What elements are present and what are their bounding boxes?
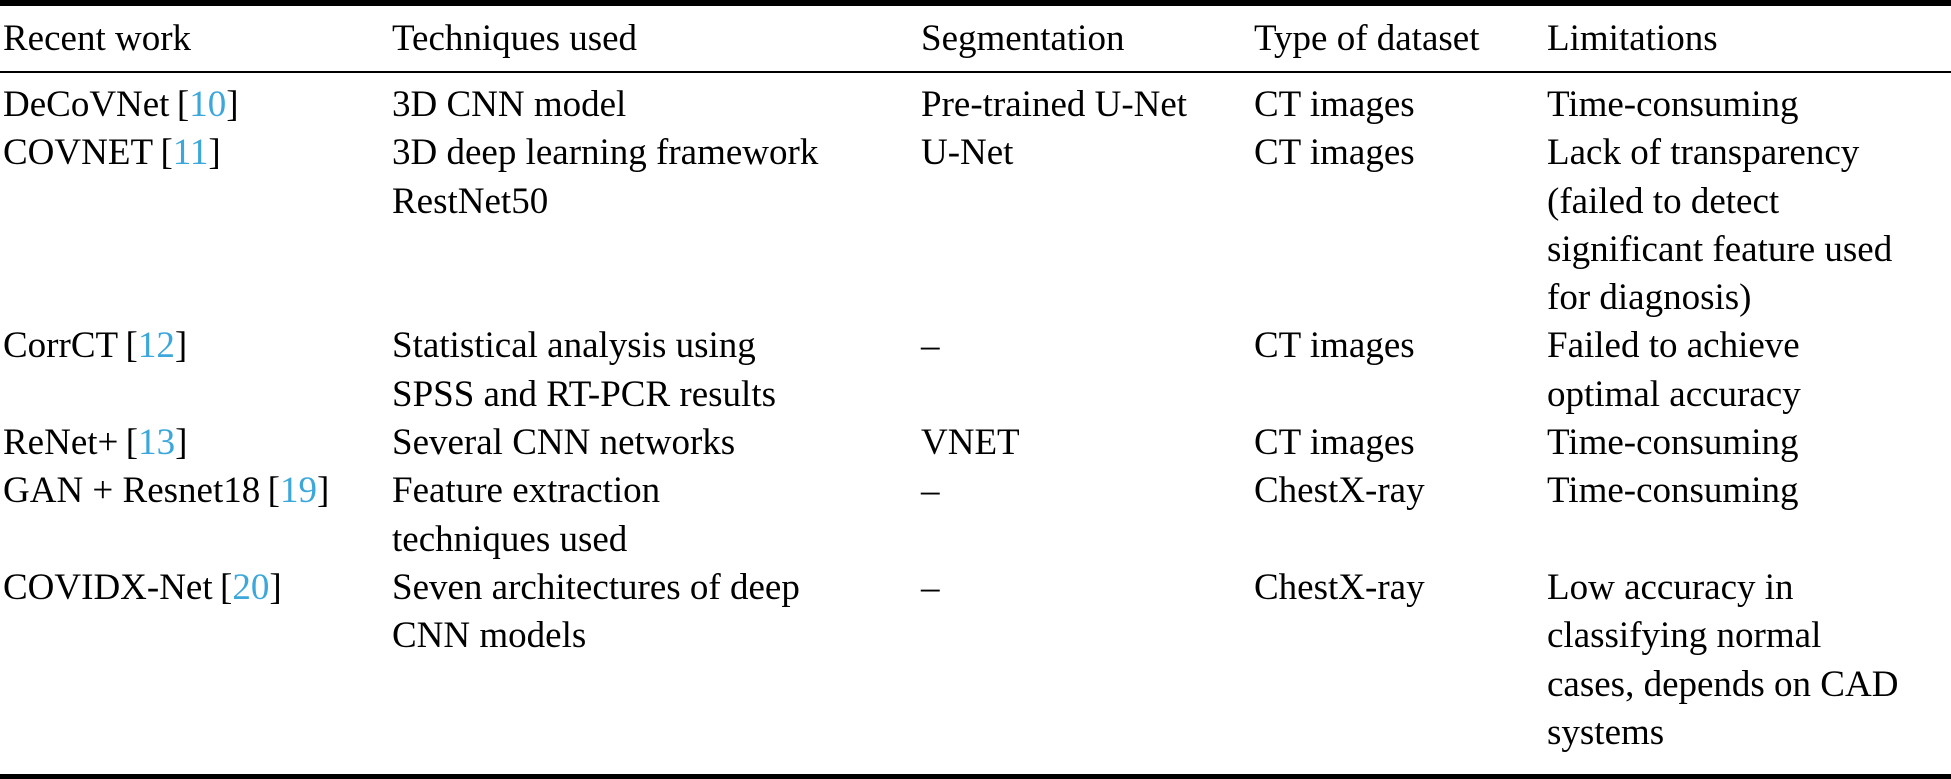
cell-dataset: CT images	[1254, 132, 1415, 174]
cell-dataset: CT images	[1254, 84, 1415, 125]
table-row: COVNET 11 3D deep learning framework Rest…	[0, 129, 1951, 322]
cell-limitations: Time-consuming	[1547, 422, 1799, 464]
cell-recent-work: DeCoVNet 10	[0, 81, 389, 129]
cell-recent-work: ReNet+ 13	[0, 419, 389, 467]
cell-segmentation: Pre-trained U-Net	[921, 84, 1188, 125]
table-row: COVIDX-Net 20 Seven architectures of deep…	[0, 564, 1951, 757]
citation-brackets: 12	[126, 325, 188, 366]
table-row: DeCoVNet 10 3D CNN model Pre-trained U-Ne…	[0, 81, 1951, 129]
citation-link[interactable]: 12	[137, 325, 175, 367]
cell-segmentation: –	[921, 470, 940, 512]
cell-segmentation: –	[921, 325, 940, 367]
cell-dataset: CT images	[1254, 325, 1415, 367]
table-row: GAN + Resnet18 19 Feature extraction tech…	[0, 467, 1951, 564]
cell-recent-work: GAN + Resnet18 19	[0, 467, 389, 515]
cell-techniques: Feature extraction techniques used	[392, 470, 661, 560]
table-row: CorrCT 12 Statistical analysis using SPSS…	[0, 322, 1951, 419]
citation-brackets: 13	[126, 422, 188, 463]
cell-segmentation: VNET	[921, 422, 1020, 464]
cell-limitations: Time-consuming	[1547, 470, 1799, 512]
citation-link[interactable]: 11	[172, 132, 209, 174]
cell-techniques: Several CNN networks	[392, 422, 736, 464]
work-name: DeCoVNet	[3, 84, 170, 125]
cell-limitations: Time-consuming	[1547, 84, 1799, 125]
cell-limitations: Lack of transparency (failed to detect s…	[1547, 132, 1893, 319]
column-header-segmentation: Segmentation	[921, 18, 1125, 59]
cell-recent-work: COVIDX-Net 20	[0, 564, 389, 612]
column-header-limitations: Limitations	[1547, 18, 1718, 59]
cell-recent-work: CorrCT 12	[0, 322, 389, 370]
work-name: ReNet+	[3, 422, 119, 464]
cell-segmentation: –	[921, 566, 940, 608]
work-name: COVIDX-Net	[3, 566, 213, 608]
cell-techniques: 3D deep learning framework RestNet50	[392, 132, 819, 222]
citation-brackets: 10	[177, 84, 239, 125]
column-header-recent-work: Recent work	[3, 18, 192, 59]
work-name: COVNET	[3, 132, 154, 174]
citation-link[interactable]: 13	[138, 422, 176, 464]
column-header-type-of-dataset: Type of dataset	[1254, 18, 1480, 59]
cell-dataset: CT images	[1254, 422, 1415, 464]
cell-dataset: ChestX-ray	[1254, 470, 1425, 512]
table-header-row: Recent work Techniques used Segmentation…	[0, 6, 1951, 73]
citation-link[interactable]: 19	[279, 470, 317, 512]
table-row: ReNet+ 13 Several CNN networks VNET CT im…	[0, 419, 1951, 467]
citation-brackets: 19	[268, 470, 330, 511]
work-name: GAN + Resnet18	[3, 470, 261, 512]
cell-limitations: Low accuracy in classifying normal cases…	[1547, 566, 1899, 753]
cell-limitations: Failed to achieve optimal accuracy	[1547, 325, 1801, 415]
citation-brackets: 11	[160, 132, 220, 173]
cell-techniques: Statistical analysis using SPSS and RT-P…	[392, 325, 777, 415]
cell-techniques: Seven architectures of deep CNN models	[392, 566, 800, 657]
table-body: DeCoVNet 10 3D CNN model Pre-trained U-Ne…	[0, 73, 1951, 774]
cell-recent-work: COVNET 11	[0, 129, 389, 177]
work-name: CorrCT	[3, 325, 119, 367]
citation-brackets: 20	[220, 567, 282, 608]
citation-link[interactable]: 20	[232, 566, 270, 608]
cell-segmentation: U-Net	[921, 132, 1014, 174]
column-header-techniques-used: Techniques used	[392, 18, 638, 59]
citation-link[interactable]: 10	[189, 84, 227, 125]
cell-dataset: ChestX-ray	[1254, 566, 1425, 608]
cell-techniques: 3D CNN model	[392, 84, 627, 125]
